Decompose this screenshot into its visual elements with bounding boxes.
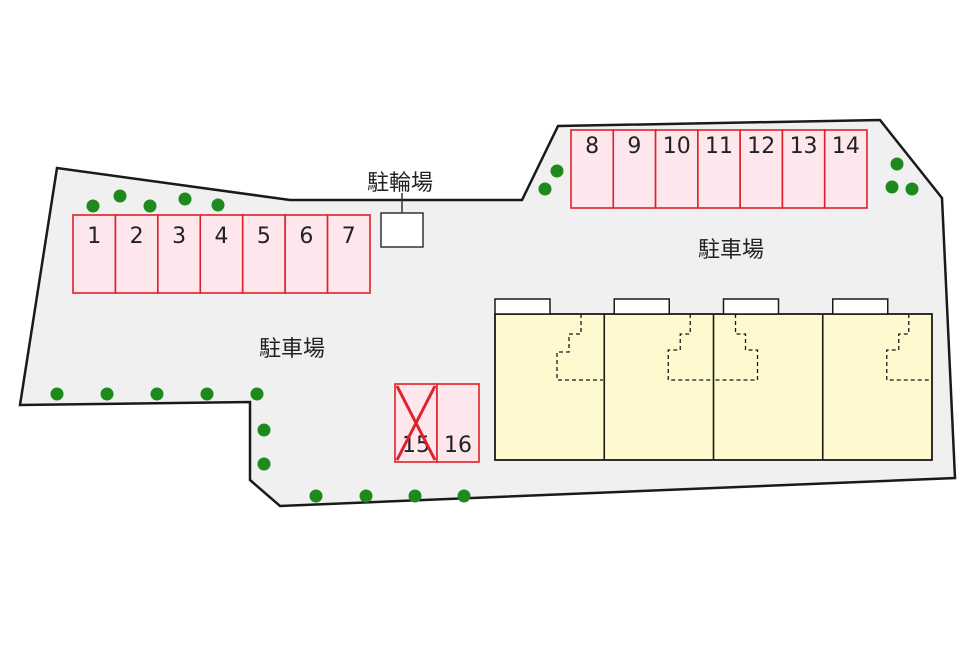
tree-icon [408, 489, 422, 503]
parking-spot-box [241, 214, 286, 294]
parking-spot-number: 13 [790, 134, 818, 159]
parking-spot-box [781, 129, 826, 209]
parking-spot-number: 11 [705, 134, 733, 159]
balcony [494, 298, 551, 315]
parking-row-left: 1 2 3 4 5 6 7 [72, 214, 371, 294]
bicycle-parking-label: 駐輪場 [367, 171, 433, 196]
parking-spot-box [436, 383, 480, 463]
parking-spot-2: 2 [114, 214, 159, 294]
parking-spot-6: 6 [284, 214, 329, 294]
tree-icon [457, 489, 471, 503]
parking-spot-number: 3 [172, 224, 186, 249]
parking-spot-11: 11 [697, 129, 741, 209]
parking-label-left: 駐車場 [259, 337, 325, 362]
parking-spot-14: 14 [823, 129, 868, 209]
tree-icon [309, 489, 323, 503]
parking-spot-5: 5 [241, 214, 286, 294]
parking-spot-box [199, 214, 244, 294]
bicycle-parking: 駐輪場 [367, 171, 433, 248]
parking-spot-number: 12 [747, 134, 775, 159]
parking-spot-4: 4 [199, 214, 244, 294]
parking-spot-9: 9 [612, 129, 657, 209]
parking-spot-number: 15 [402, 433, 430, 458]
parking-spot-number: 1 [87, 224, 101, 249]
parking-spot-number: 14 [832, 134, 860, 159]
parking-spot-box [326, 214, 371, 294]
parking-spot-box [654, 129, 699, 209]
parking-spot-box [570, 129, 615, 209]
tree-icon [113, 189, 127, 203]
tree-icon [100, 387, 114, 401]
parking-label-right: 駐車場 [698, 238, 764, 263]
parking-spot-8: 8 [570, 129, 615, 209]
parking-spot-box [114, 214, 159, 294]
parking-spot-number: 8 [585, 134, 599, 159]
balcony [613, 298, 670, 315]
parking-spot-box [697, 129, 741, 209]
parking-spot-number: 9 [627, 134, 641, 159]
parking-spot-number: 10 [663, 134, 691, 159]
tree-icon [211, 198, 225, 212]
tree-icon [143, 199, 157, 213]
tree-icon [538, 182, 552, 196]
parking-spot-13: 13 [781, 129, 826, 209]
tree-icon [200, 387, 214, 401]
parking-spot-12: 12 [739, 129, 784, 209]
balcony [722, 298, 780, 315]
parking-row-top: 8 9 10 11 12 13 14 [570, 129, 868, 209]
tree-icon [257, 457, 271, 471]
parking-spot-7: 7 [326, 214, 371, 294]
tree-icon [359, 489, 373, 503]
parking-spot-number: 7 [342, 224, 356, 249]
tree-icon [257, 423, 271, 437]
stair-outline [556, 314, 603, 381]
building [494, 298, 933, 461]
parking-spot-number: 2 [130, 224, 144, 249]
parking-spot-number: 16 [444, 433, 472, 458]
parking-spot-box [739, 129, 784, 209]
parking-spot-box [823, 129, 868, 209]
parking-spot-16: 16 [436, 383, 480, 463]
tree-icon [150, 387, 164, 401]
tree-group [50, 157, 919, 503]
tree-icon [50, 387, 64, 401]
tree-icon [178, 192, 192, 206]
stair-outline [667, 314, 711, 381]
parking-spot-number: 5 [257, 224, 271, 249]
tree-icon [905, 182, 919, 196]
stair-outline [715, 314, 759, 381]
parking-spot-3: 3 [157, 214, 202, 294]
parking-spot-10: 10 [654, 129, 699, 209]
parking-spot-15: 15 [394, 383, 438, 463]
tree-icon [885, 180, 899, 194]
balcony [832, 298, 889, 315]
tree-icon [250, 387, 264, 401]
tree-icon [890, 157, 904, 171]
parking-spot-1: 1 [72, 214, 117, 294]
parking-spot-number: 4 [215, 224, 229, 249]
bicycle-parking-box [380, 212, 424, 248]
unavailable-mark [395, 385, 437, 461]
tree-icon [86, 199, 100, 213]
tree-icon [550, 164, 564, 178]
stair-outline [886, 314, 929, 381]
parking-spot-number: 6 [299, 224, 313, 249]
